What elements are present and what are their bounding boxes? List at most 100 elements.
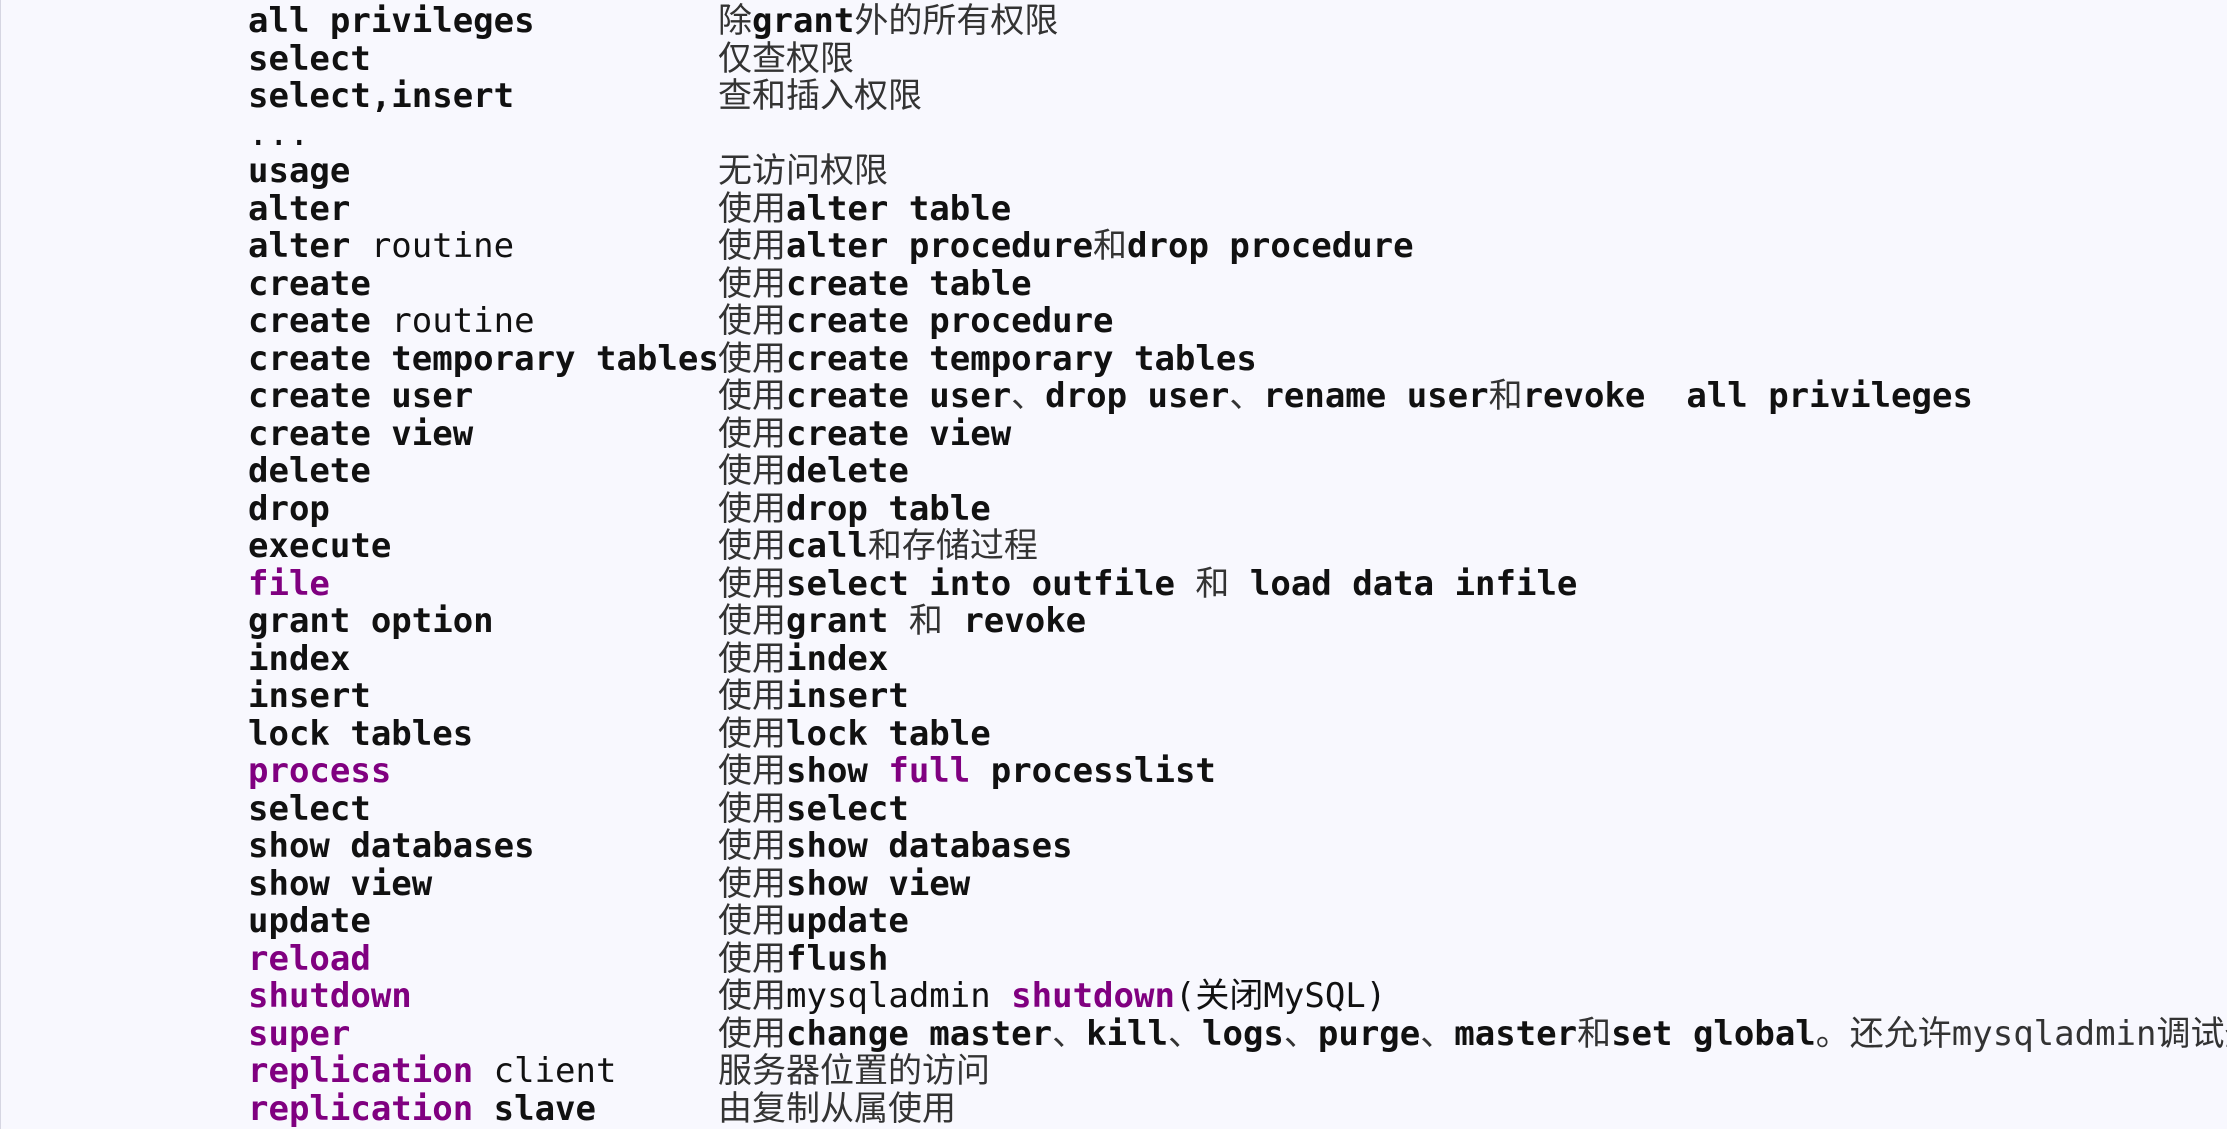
description-token: purge [1317,1013,1421,1054]
privilege-description: 使用select [718,788,909,829]
description-token: select into outfile [786,563,1175,604]
description-token: drop user [1045,376,1230,416]
description-token: 使用 [718,488,786,529]
description-token: drop table [786,488,991,529]
description-token: 和存储过程 [867,526,1038,566]
description-token: show view [786,863,971,904]
description-token: 使用 [718,188,786,229]
privilege-description: 使用mysqladmin shutdown(关闭MySQL) [718,976,1387,1016]
privilege-name: delete [248,452,371,491]
description-token: 使用 [718,1013,786,1054]
privilege-description: 使用create procedure [718,301,1114,341]
privilege-description: 除grant外的所有权限 [718,1,1059,41]
privilege-name: alter routine [248,227,514,266]
privilege-description: 使用update [718,902,909,941]
description-token: 除 [718,1,752,41]
privilege-name: usage [248,151,351,191]
description-token: full [888,751,971,791]
privilege-description: 使用show full processlist [718,751,1216,791]
privilege-name: grant option [248,602,494,641]
privilege-name: create temporary tables [248,340,719,379]
privilege-token: create [248,263,371,304]
description-token: 、 [1229,376,1264,416]
privilege-description: 使用grant 和 revoke [718,601,1086,641]
privilege-description: 仅查权限 [718,38,854,79]
description-token: 使用 [718,338,786,379]
privilege-description: 使用alter procedure和drop procedure [718,226,1414,266]
privilege-token: replication [248,1088,474,1129]
privilege-name: process [248,751,392,791]
description-token: 外的所有权限 [854,1,1059,41]
description-token: alter procedure [786,226,1094,266]
description-token: 和 [1488,376,1523,416]
description-token: 和 [888,601,964,641]
description-token: 使用 [718,788,786,829]
description-token: kill [1086,1013,1168,1054]
privilege-description: 使用flush [718,940,888,979]
description-token: 、 [1283,1013,1318,1054]
privilege-token: select,insert [248,76,515,116]
privilege-description: 使用show view [718,863,971,904]
description-token: insert [786,676,909,716]
description-token: create procedure [786,301,1114,341]
description-token: 使用 [718,601,786,641]
description-token: 使用 [718,676,786,716]
description-token: show [786,751,889,791]
privilege-name: show view [248,865,432,904]
description-token: 使用 [718,376,786,416]
description-token: grant [752,1,855,41]
description-token: 使用 [718,526,786,566]
privilege-name: create user [248,376,474,416]
description-token: create user [786,376,1012,416]
description-token: 使用 [718,301,786,341]
privilege-token: usage [248,151,351,191]
privilege-token: slave [473,1088,596,1129]
description-token: 使用 [718,563,786,604]
privilege-description: 使用change master、kill、logs、purge、master和s… [718,1013,2227,1054]
privilege-name: super [248,1015,350,1054]
privilege-name: select,insert [248,76,515,116]
privilege-token: process [248,751,392,791]
description-token: 和 [1093,226,1128,266]
description-token: grant [786,601,889,641]
description-token: 和 [1174,563,1250,604]
description-token: revoke all privileges [1522,376,1973,416]
description-token: 查和插入权限 [718,76,922,116]
privilege-description: 使用lock table [718,715,991,754]
privilege-name: create [248,263,371,304]
description-token: 、 [1168,1013,1202,1054]
privilege-token: reload [248,938,371,979]
privilege-name: reload [248,938,371,979]
privilege-token: replication [248,1051,474,1091]
description-token: 使用 [718,263,786,304]
privilege-name: select [248,790,371,829]
privilege-token: routine [370,301,535,341]
description-token: create view [786,413,1012,454]
privilege-description: 使用create temporary tables [718,338,1257,379]
description-token: 使用 [718,826,786,866]
description-token: mysqladmin [786,976,1012,1016]
description-token: 使用 [718,638,786,679]
privilege-name: show databases [248,827,535,866]
privilege-token: execute [248,526,392,566]
privilege-description: 使用select into outfile 和 load data infile [718,563,1577,604]
privilege-description: 使用drop table [718,488,991,529]
privilege-name: select [248,40,371,79]
privilege-description: 使用show databases [718,826,1073,866]
privilege-description: 使用delete [718,452,909,491]
description-token: 无访问权限 [718,151,888,191]
privilege-token: drop [248,488,330,529]
privilege-name: replication slave [248,1088,596,1129]
privilege-description: 使用insert [718,676,909,716]
description-token: (关闭MySQL) [1174,976,1387,1016]
description-token: call [786,526,868,566]
privilege-token: create [248,301,371,341]
description-token: 由复制从属使用 [718,1088,956,1129]
description-token: drop procedure [1127,226,1414,266]
privilege-description: 使用create view [718,413,1012,454]
privilege-name: drop [248,488,330,529]
privilege-token: all privileges [248,1,535,41]
privilege-token: create user [248,376,474,416]
description-token: 仅查权限 [718,38,854,79]
privilege-description: 使用create user、drop user、rename user和revo… [718,376,1973,416]
